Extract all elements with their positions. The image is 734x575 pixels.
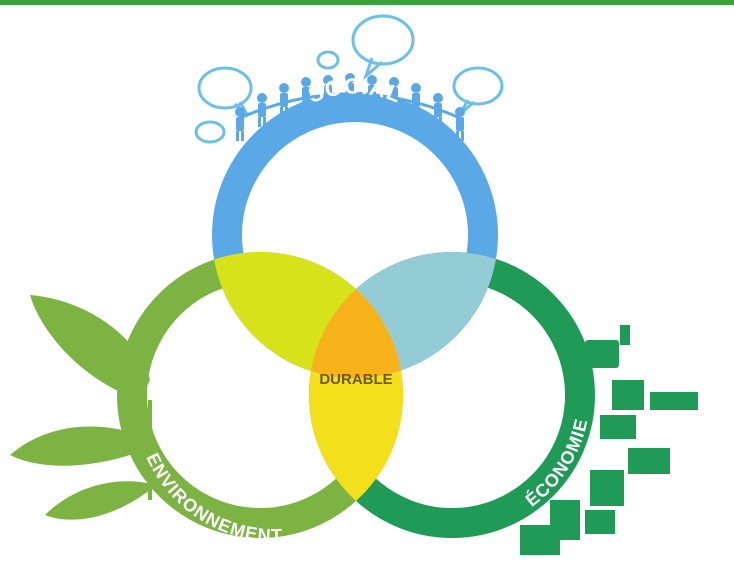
top-bar: [0, 0, 734, 5]
speech-bubble-icons: [194, 14, 504, 144]
overlap-center: [309, 252, 403, 378]
center-label: DURABLE: [319, 371, 392, 388]
people-chain-icon: [235, 73, 465, 141]
economy-label: ÉCONOMIE: [521, 416, 591, 510]
city-buildings-icon: [520, 325, 698, 555]
